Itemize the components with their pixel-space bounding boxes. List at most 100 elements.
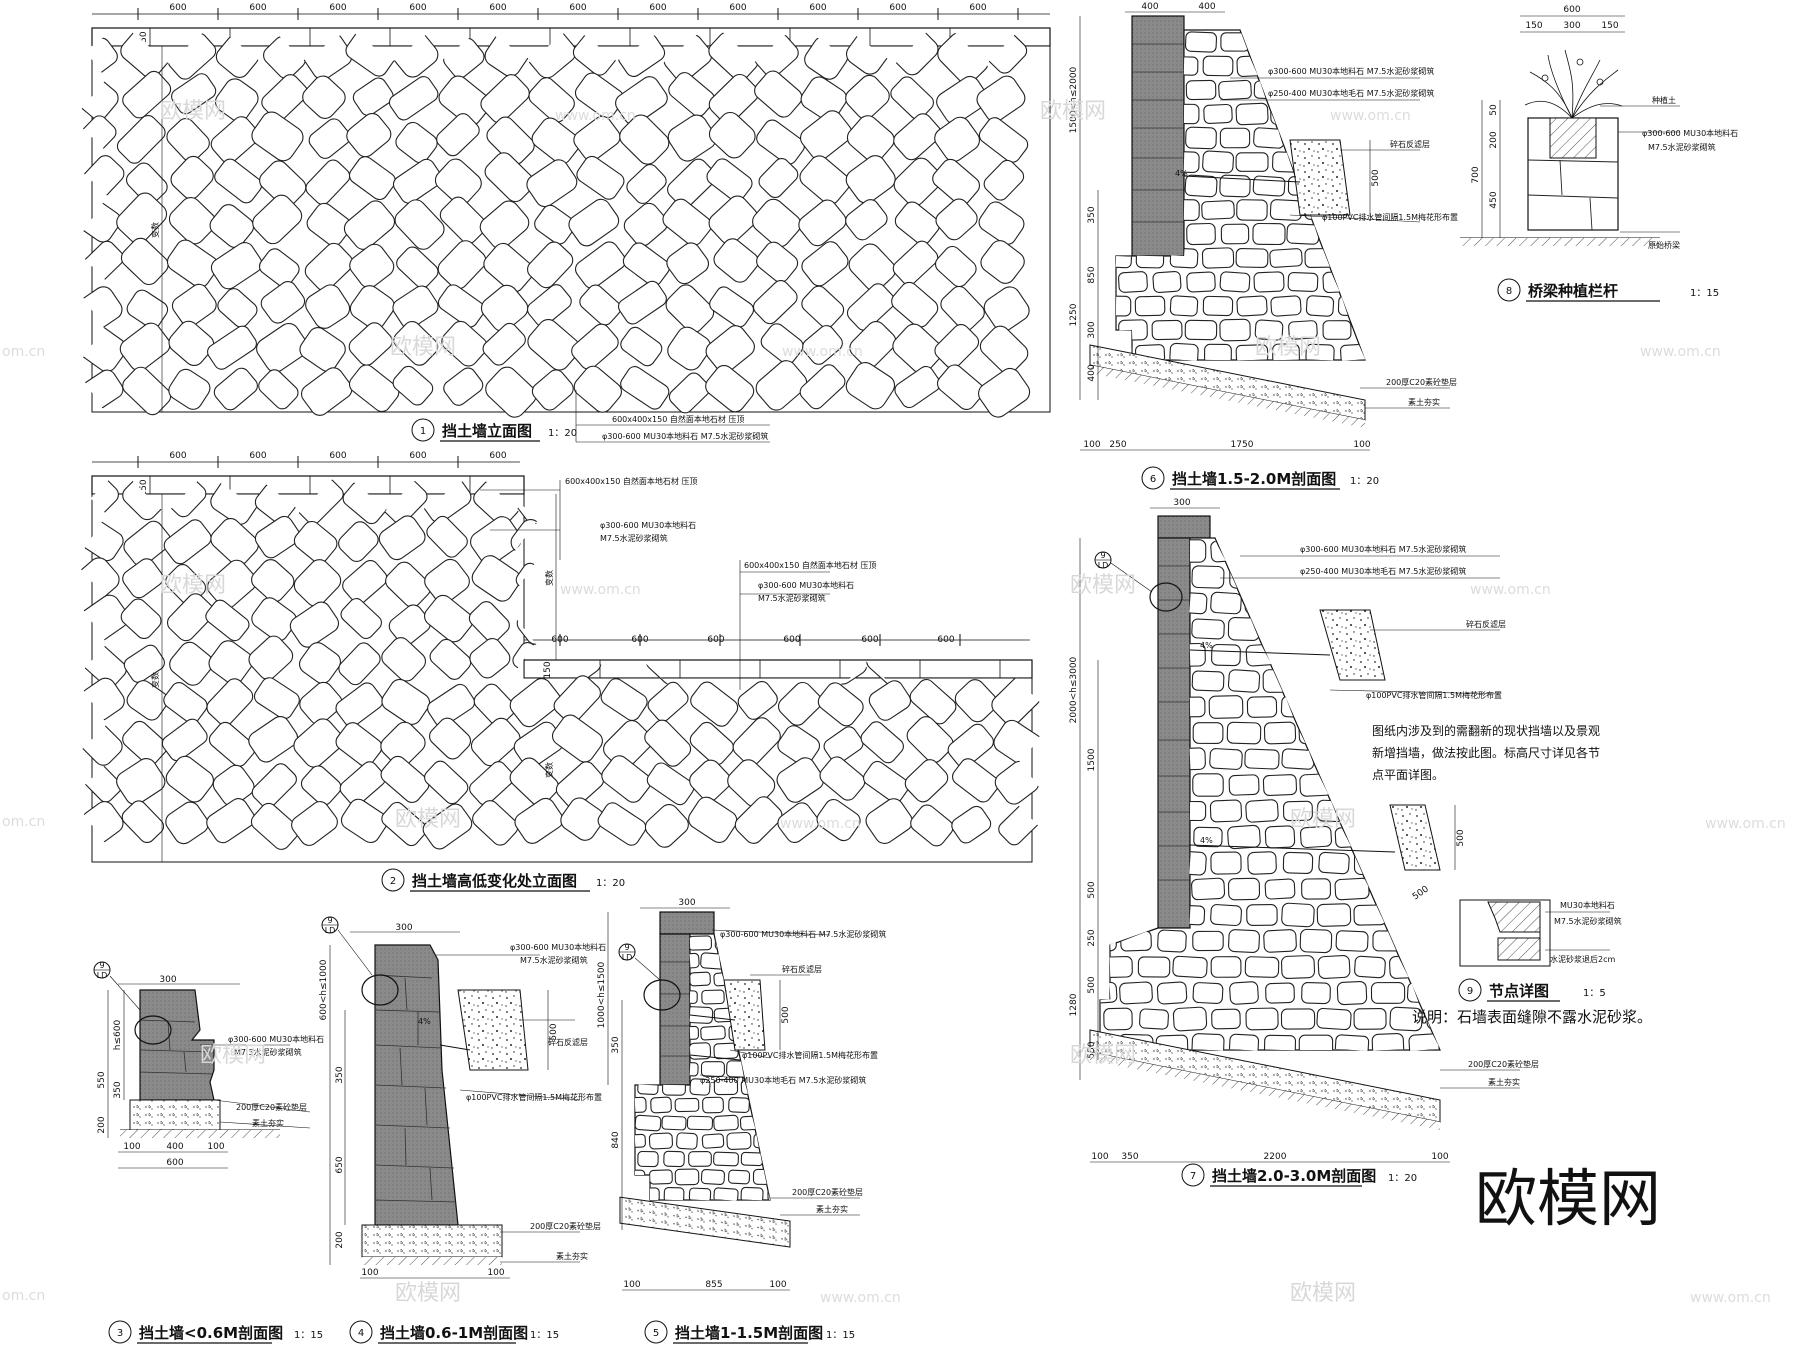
note: φ300-600 MU30本地料石 bbox=[228, 1034, 324, 1044]
dim-text: 600<h≤1000 bbox=[319, 959, 329, 1020]
drawing-title: 桥梁种植栏杆 bbox=[1528, 282, 1618, 300]
dim-text: 600 bbox=[551, 635, 568, 645]
drawing-number: 4 bbox=[358, 1328, 364, 1339]
stone-pattern bbox=[73, 473, 1046, 850]
note: 200厚C20素砼垫层 bbox=[792, 1187, 863, 1197]
dim-text: 600 bbox=[249, 3, 266, 13]
watermark-site: www.om.cn bbox=[780, 816, 861, 832]
var-label: 变数 bbox=[544, 762, 554, 778]
dim-text: 850 bbox=[1087, 266, 1097, 283]
dim-text: 600 bbox=[783, 635, 800, 645]
note: M7.5水泥砂浆砌筑 bbox=[1554, 916, 1622, 926]
note: M7.5水泥砂浆砌筑 bbox=[234, 1047, 302, 1057]
watermark-site: www.om.cn bbox=[1690, 1290, 1771, 1306]
dim-text: 600 bbox=[329, 3, 346, 13]
dim-text: 350 bbox=[335, 1066, 345, 1083]
general-note: 点平面详图。 bbox=[1372, 767, 1444, 782]
dim-text: 350 bbox=[1121, 1152, 1138, 1162]
dim-text: 550 bbox=[97, 1071, 107, 1088]
drawing-scale: 1：20 bbox=[1350, 476, 1379, 487]
dim-text: 500 bbox=[1087, 881, 1097, 898]
slope-label: 4% bbox=[1200, 836, 1213, 845]
gravel-filter bbox=[1389, 804, 1441, 871]
coping-dim: 150 bbox=[139, 31, 149, 48]
note: 原始桥梁 bbox=[1648, 240, 1680, 250]
detail-callout bbox=[643, 979, 681, 1011]
concrete-base bbox=[619, 1196, 791, 1248]
watermark-site: om.cn bbox=[2, 344, 45, 360]
dim-text: 600 bbox=[649, 3, 666, 13]
dim-text: 500 bbox=[549, 1023, 559, 1040]
dim-text: 200 bbox=[335, 1231, 345, 1248]
gravel-filter bbox=[1319, 609, 1386, 681]
watermark-site: www.om.cn bbox=[555, 108, 636, 124]
dim-text: 2200 bbox=[1264, 1152, 1287, 1162]
drawing-title: 挡土墙高低变化处立面图 bbox=[412, 872, 577, 890]
gravel-filter bbox=[723, 979, 766, 1051]
note: M7.5水泥砂浆砌筑 bbox=[758, 593, 826, 603]
drawing-number: 5 bbox=[653, 1328, 659, 1339]
var-label: 变数 bbox=[150, 222, 160, 238]
drawing-number-circle bbox=[411, 418, 435, 442]
note: φ300-600 MU30本地料石 M7.5水泥砂浆砌筑 bbox=[720, 929, 886, 939]
watermark-site: www.om.cn bbox=[1640, 344, 1721, 360]
detail-ref: 9 bbox=[99, 961, 104, 970]
dim-text: 600 bbox=[729, 3, 746, 13]
dim-text: 400 bbox=[1198, 2, 1215, 12]
dim-text: 300 bbox=[678, 898, 695, 908]
dim-text: 600 bbox=[861, 635, 878, 645]
note: φ300-600 MU30本地料石 bbox=[510, 942, 606, 952]
dim-text: 600 bbox=[489, 3, 506, 13]
remark: 说明：石墙表面缝隙不露水泥砂浆。 bbox=[1412, 1008, 1652, 1026]
coping-dim: 150 bbox=[139, 479, 149, 496]
note: φ300-600 MU30本地料石 bbox=[758, 580, 854, 590]
watermark-logo: 欧模网 bbox=[1290, 1281, 1356, 1306]
drawing-scale: 1：20 bbox=[548, 428, 577, 439]
drawing-scale: 1：15 bbox=[294, 1330, 323, 1341]
note: M7.5水泥砂浆砌筑 bbox=[1648, 142, 1716, 152]
note: 素土夯实 bbox=[556, 1251, 588, 1261]
watermarks: 欧模网 www.om.cn 欧模网 www.om.cn om.cn 欧模网 ww… bbox=[2, 99, 1786, 1306]
watermark-logo: 欧模网 bbox=[1070, 573, 1136, 598]
note: φ100PVC排水管间隔1.5M梅花形布置 bbox=[1322, 212, 1458, 222]
drawing-number-circle bbox=[644, 1320, 668, 1344]
dim-text: 100 bbox=[207, 1142, 224, 1152]
note: 素土夯实 bbox=[252, 1118, 284, 1128]
drawing-title: 节点详图 bbox=[1489, 982, 1549, 1000]
dim-text: 500 bbox=[1371, 169, 1381, 186]
note: φ300-600 MU30本地料石 bbox=[600, 520, 696, 530]
facing-stones bbox=[1131, 15, 1185, 257]
dim-text: 100 bbox=[487, 1268, 504, 1278]
drawing-number: 9 bbox=[1467, 986, 1473, 997]
dim-ticks-1 bbox=[137, 8, 1019, 20]
watermark-site: om.cn bbox=[2, 814, 45, 830]
dim-text: 250 bbox=[1109, 440, 1126, 450]
dim-text: 1280 bbox=[1069, 993, 1079, 1016]
var-label: 变数 bbox=[150, 672, 160, 688]
var-label: 变数 bbox=[544, 570, 554, 586]
detail-callout bbox=[361, 974, 399, 1006]
detail-callout bbox=[1149, 582, 1183, 612]
drawing-scale: 1：15 bbox=[530, 1330, 559, 1341]
dim-text: 150 bbox=[1601, 21, 1618, 31]
dim-text: 100 bbox=[1353, 440, 1370, 450]
drawing-number-circle bbox=[108, 1320, 132, 1344]
elevation-1: 600 600 600 600 600 600 600 600 600 600 … bbox=[73, 3, 1051, 443]
dim-text: 600 bbox=[489, 451, 506, 461]
elevation-2: 600 600 600 600 600 150 600 600 600 600 … bbox=[73, 451, 1046, 892]
dim-text: 50 bbox=[1489, 104, 1499, 116]
watermark-logo: 欧模网 bbox=[1040, 99, 1106, 124]
watermark-logo: 欧模网 bbox=[200, 1043, 266, 1068]
brand-logo: 欧模网 bbox=[1475, 1162, 1661, 1235]
detail-ref: 9 bbox=[327, 916, 332, 925]
dim-text: 600 bbox=[169, 451, 186, 461]
dim-text: 300 bbox=[1563, 21, 1580, 31]
watermark-site: www.om.cn bbox=[820, 1290, 901, 1306]
drawing-number: 8 bbox=[1506, 286, 1512, 297]
drawing-number: 6 bbox=[1150, 474, 1156, 485]
drawing-scale: 1：20 bbox=[1388, 1173, 1417, 1184]
note: 200厚C20素砼垫层 bbox=[1468, 1059, 1539, 1069]
dim-text: 350 bbox=[611, 1036, 621, 1053]
note: φ300-600 MU30本地料石 bbox=[1642, 128, 1738, 138]
